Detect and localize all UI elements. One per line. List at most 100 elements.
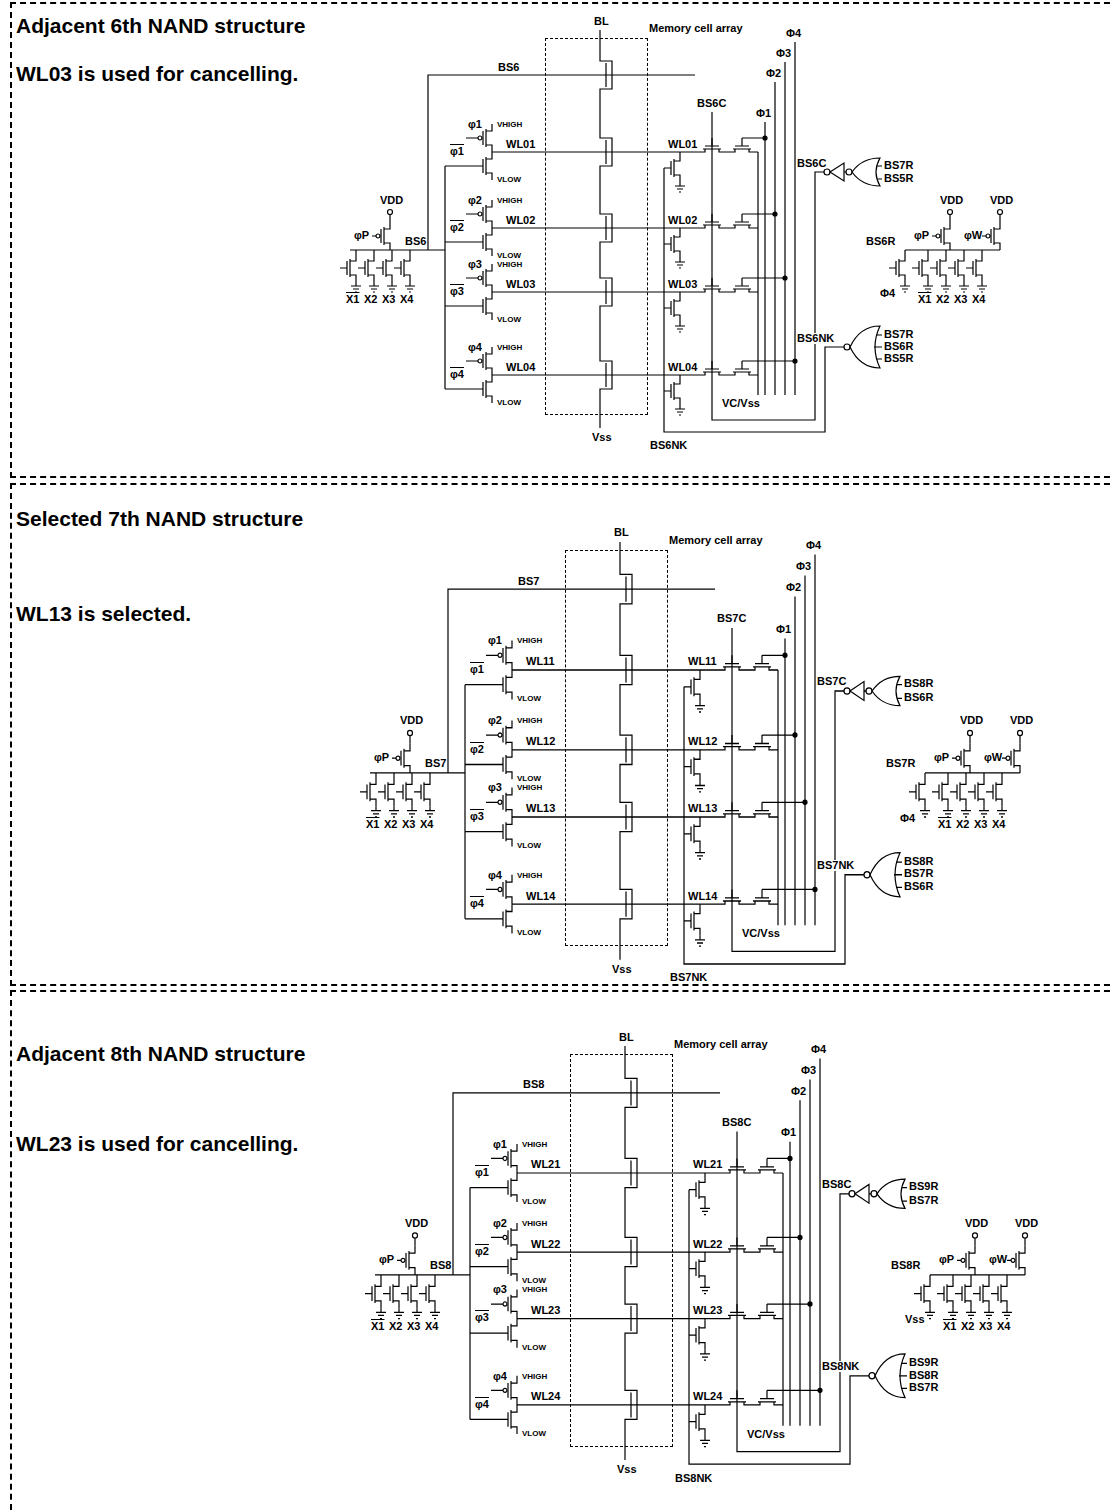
signal-label: BS9R <box>909 1357 938 1368</box>
signal-label: VHIGH <box>497 344 522 352</box>
memory-array-box: Memory cell array <box>570 1054 673 1446</box>
signal-label: WL21 <box>531 1159 560 1170</box>
signal-label: BS7NK <box>670 972 707 983</box>
signal-label: φ1 <box>488 635 502 646</box>
signal-label: Vss <box>612 964 632 975</box>
signal-label: BS5R <box>884 353 913 364</box>
signal-label: WL21 <box>693 1159 722 1170</box>
signal-label: X4 <box>997 1321 1010 1332</box>
signal-label: φ2 <box>450 222 464 233</box>
signal-label: φP <box>354 230 369 241</box>
signal-label: VLOW <box>497 399 521 407</box>
signal-label: Φ3 <box>776 48 791 59</box>
signal-label: BS8C <box>722 1117 751 1128</box>
signal-label: VLOW <box>497 176 521 184</box>
signal-label: BS6NK <box>797 333 834 344</box>
signal-label: WL22 <box>531 1239 560 1250</box>
panel-heading: Adjacent 8th NAND structure <box>16 1042 305 1066</box>
signal-label: X2 <box>936 294 949 305</box>
signal-label: X4 <box>972 294 985 305</box>
signal-label: WL14 <box>526 891 555 902</box>
signal-label: Φ2 <box>786 582 801 593</box>
signal-label: VHIGH <box>517 717 542 725</box>
signal-label: VHIGH <box>517 784 542 792</box>
signal-label: WL13 <box>526 803 555 814</box>
signal-label: φ1 <box>493 1139 507 1150</box>
signal-label: BS6R <box>866 236 895 247</box>
signal-label: φP <box>914 230 929 241</box>
signal-label: X3 <box>407 1321 420 1332</box>
signal-label: φP <box>379 1254 394 1265</box>
signal-label: Φ4 <box>786 28 801 39</box>
signal-label: WL23 <box>531 1305 560 1316</box>
signal-label: φ1 <box>475 1167 489 1178</box>
signal-label: φP <box>939 1254 954 1265</box>
signal-label: WL22 <box>693 1239 722 1250</box>
signal-label: BS9R <box>909 1181 938 1192</box>
signal-label: BS7C <box>717 613 746 624</box>
signal-label: BS8 <box>523 1079 544 1090</box>
signal-label: BS8NK <box>822 1361 859 1372</box>
signal-label: X3 <box>974 819 987 830</box>
signal-label: VDD <box>1015 1218 1038 1229</box>
array-title: Memory cell array <box>669 534 763 546</box>
signal-label: WL12 <box>688 736 717 747</box>
signal-label: VC/Vss <box>747 1429 785 1440</box>
signal-label: Vss <box>905 1314 925 1325</box>
signal-label: φ2 <box>468 195 482 206</box>
signal-label: X1 <box>346 294 359 305</box>
signal-label: X3 <box>954 294 967 305</box>
signal-label: WL23 <box>693 1305 722 1316</box>
signal-label: φ3 <box>493 1284 507 1295</box>
signal-label: VLOW <box>497 252 521 260</box>
signal-label: VDD <box>1010 715 1033 726</box>
signal-label: BS7 <box>518 576 539 587</box>
signal-label: BS8R <box>904 856 933 867</box>
signal-label: WL12 <box>526 736 555 747</box>
signal-label: WL03 <box>506 279 535 290</box>
nand-block-circuit <box>360 542 1023 964</box>
signal-label: BS6R <box>904 692 933 703</box>
signal-label: VLOW <box>522 1277 546 1285</box>
signal-label: φ2 <box>470 744 484 755</box>
signal-label: VDD <box>380 195 403 206</box>
signal-label: Φ1 <box>781 1127 796 1138</box>
signal-label: Φ4 <box>880 288 895 299</box>
nand-block-circuit <box>365 1046 1028 1464</box>
signal-label: Φ2 <box>791 1086 806 1097</box>
signal-label: φ4 <box>450 369 464 380</box>
signal-label: VHIGH <box>522 1141 547 1149</box>
signal-label: Φ1 <box>776 624 791 635</box>
signal-label: BL <box>619 1032 634 1043</box>
signal-label: BS8R <box>904 678 933 689</box>
structure-panel: Selected 7th NAND structureWL13 is selec… <box>10 483 1110 986</box>
signal-label: VLOW <box>522 1430 546 1438</box>
signal-label: BS8NK <box>675 1473 712 1484</box>
signal-label: WL11 <box>526 656 555 667</box>
signal-label: WL01 <box>668 139 697 150</box>
structure-panel: Adjacent 8th NAND structureWL23 is used … <box>10 990 1110 1512</box>
signal-label: φ2 <box>493 1218 507 1229</box>
panel-heading: WL23 is used for cancelling. <box>16 1132 298 1156</box>
signal-label: X1 <box>918 294 931 305</box>
signal-label: BS7R <box>886 758 915 769</box>
signal-label: φ4 <box>470 898 484 909</box>
signal-label: X1 <box>943 1321 956 1332</box>
signal-label: WL01 <box>506 139 535 150</box>
signal-label: X1 <box>366 819 379 830</box>
signal-label: φ3 <box>468 259 482 270</box>
signal-label: Φ4 <box>811 1044 826 1055</box>
signal-label: WL03 <box>668 279 697 290</box>
signal-label: X1 <box>938 819 951 830</box>
signal-label: BS6NK <box>650 440 687 451</box>
signal-label: WL04 <box>668 362 697 373</box>
signal-label: Φ4 <box>900 813 915 824</box>
signal-label: BS7 <box>425 758 446 769</box>
signal-label: VHIGH <box>522 1220 547 1228</box>
signal-label: Vss <box>617 1464 637 1475</box>
signal-label: VLOW <box>522 1198 546 1206</box>
memory-array-box: Memory cell array <box>545 38 648 415</box>
signal-label: VLOW <box>517 929 541 937</box>
signal-label: BS7R <box>904 868 933 879</box>
signal-label: WL24 <box>531 1391 560 1402</box>
